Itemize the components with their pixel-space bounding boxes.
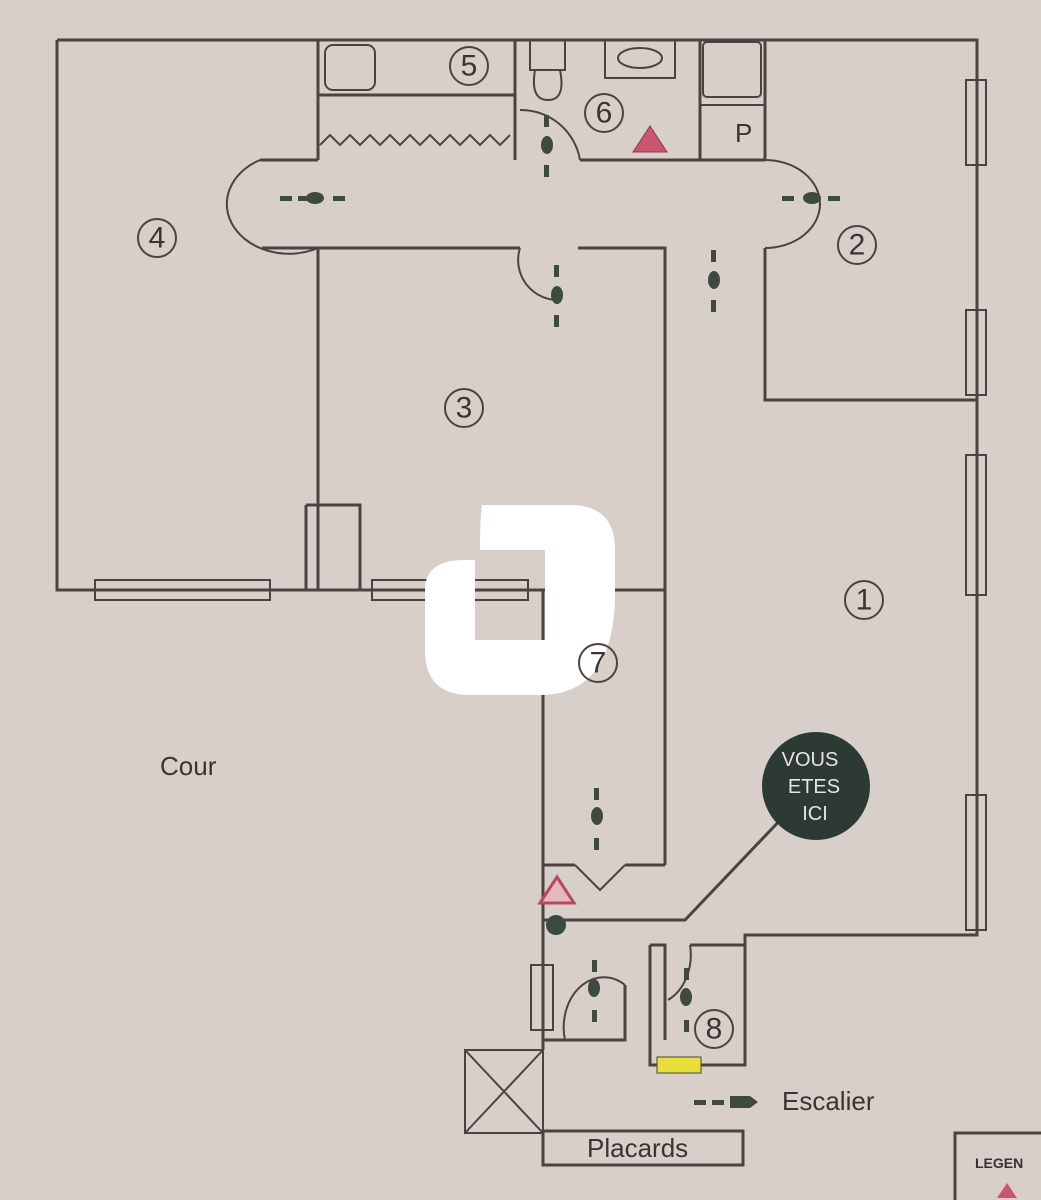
stove-icon <box>324 44 376 91</box>
windows <box>94 79 987 1031</box>
shaft-box <box>464 1049 544 1134</box>
room-label-2: 2 <box>837 225 877 265</box>
svg-text:2: 2 <box>849 229 866 262</box>
stairs-icon <box>708 250 720 312</box>
walls <box>55 38 979 1067</box>
electric-panel-icon <box>656 1056 702 1074</box>
toilet-icon <box>529 40 566 102</box>
svg-text:ICI: ICI <box>802 803 828 825</box>
room-label-4: 4 <box>137 218 177 258</box>
shower-icon <box>702 41 762 98</box>
courtyard-label: Cour <box>160 751 217 781</box>
svg-text:5: 5 <box>461 50 478 83</box>
svg-text:ETES: ETES <box>788 776 840 798</box>
room-label-8: 8 <box>694 1009 734 1049</box>
svg-text:1: 1 <box>856 584 873 617</box>
sink-basin-icon <box>617 47 663 69</box>
stairs-icon <box>730 1096 758 1108</box>
room-label-7: 7 <box>578 643 618 683</box>
location-dot-icon <box>546 915 566 935</box>
warning-triangle-icon <box>537 874 577 905</box>
svg-text:7: 7 <box>590 647 607 680</box>
stairs-icon <box>280 192 345 204</box>
warning-markers <box>537 125 668 935</box>
stairs-icon <box>591 788 603 850</box>
you-are-here-badge: VOUS ETES ICI <box>762 732 870 840</box>
room-label-3: 3 <box>444 388 484 428</box>
svg-text:6: 6 <box>596 97 613 130</box>
stairs-icon <box>782 192 840 204</box>
stairs-icon <box>588 960 600 1022</box>
stairs-icon <box>541 115 553 177</box>
stairs-legend: Escalier <box>694 1086 875 1116</box>
svg-text:Escalier: Escalier <box>782 1086 875 1116</box>
closet-label: Placards <box>587 1133 688 1163</box>
legend-box: LEGEN <box>953 1131 1041 1200</box>
room-label-1: 1 <box>844 580 884 620</box>
svg-text:4: 4 <box>149 222 166 255</box>
svg-text:3: 3 <box>456 392 473 425</box>
room-label-6: 6 <box>584 93 624 133</box>
closet-box <box>541 1129 745 1167</box>
fixtures <box>324 39 765 1134</box>
svg-text:VOUS: VOUS <box>782 749 839 771</box>
watermark-logo <box>425 505 615 695</box>
stairs-markers <box>280 115 840 1032</box>
svg-text:LEGEN: LEGEN <box>975 1155 1023 1171</box>
room-label-5: 5 <box>449 46 489 86</box>
parking-label: P <box>735 118 752 148</box>
room-numbers: 1 2 3 4 5 6 7 8 <box>137 46 884 1049</box>
stairs-icon <box>551 265 563 327</box>
stairs-icon <box>680 968 692 1032</box>
warning-triangle-icon <box>632 125 668 153</box>
svg-text:8: 8 <box>706 1013 723 1046</box>
sink-icon <box>604 39 676 79</box>
